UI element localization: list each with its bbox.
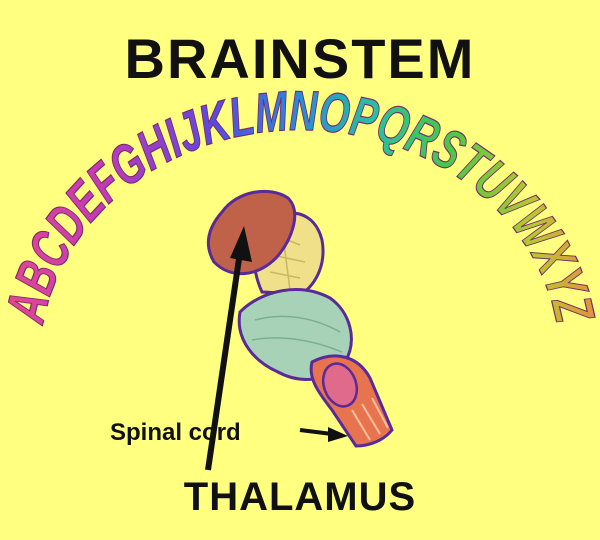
thalamus-label: THALAMUS <box>184 475 416 519</box>
spinal-cord-label: Spinal cord <box>110 419 241 446</box>
thalamus-region <box>206 189 297 276</box>
medulla-inner <box>321 362 359 408</box>
spinal-cord-arrow <box>299 427 348 442</box>
diagram-title: BRAINSTEM <box>125 27 476 90</box>
pons-texture <box>251 315 343 353</box>
brainstem-illustration <box>206 189 394 448</box>
thalamus-arrow <box>205 226 252 471</box>
spinal-cord-stripes <box>351 397 389 441</box>
